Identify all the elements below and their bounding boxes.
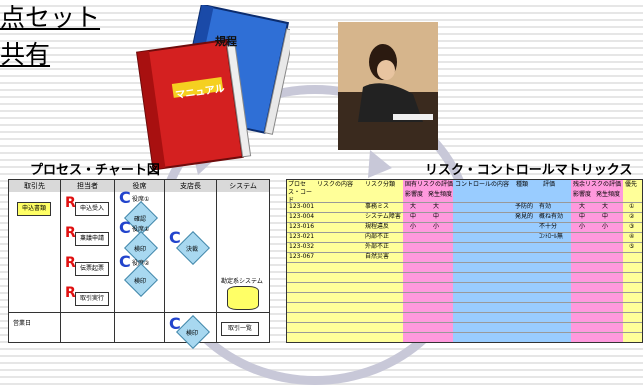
sub-inh-impact: 影響度 [405, 191, 424, 198]
matrix-cell-kind: 予防的 [515, 203, 534, 210]
hdr-residual: 残余リスクの評価 [573, 181, 622, 188]
sub-res-impact: 影響度 [573, 191, 592, 198]
footer-label: 営業日 [13, 320, 32, 327]
label-decision: 決裁 [185, 246, 198, 253]
risk-r-icon: R [65, 255, 76, 271]
database-icon [227, 286, 259, 310]
matrix-cell-code: 123-067 [289, 253, 315, 260]
risk-r-icon: R [65, 285, 76, 301]
hdr-control: コントロールの内容 [455, 181, 510, 188]
hdr-process-code: プロセス・コード [288, 181, 313, 204]
control-c-icon: C [119, 218, 131, 237]
matrix-cell-res1: 小 [579, 223, 586, 230]
label-confirm: 確認 [133, 216, 146, 223]
process-chart-title: プロセス・チャート図 [30, 163, 160, 178]
box-apply-recv: 申込受入 [75, 202, 109, 216]
matrix-cell-res2: 小 [602, 223, 609, 230]
matrix-cell-eval: 有効 [539, 203, 552, 210]
hdr-risk-content: リスクの内容 [317, 181, 354, 188]
box-apply-doc: 申込書類 [17, 202, 51, 216]
binder-blue-label: 規程 [215, 35, 237, 48]
label-stamp1: 検印 [133, 246, 146, 253]
system-label: 勘定系システム [221, 278, 263, 285]
matrix-cell-res1: 中 [579, 213, 586, 220]
risk-r-icon: R [65, 225, 76, 241]
hdr-inherent: 固有リスクの評価 [405, 181, 454, 188]
binder-icon [136, 3, 296, 171]
matrix-cell-code: 123-004 [289, 213, 315, 220]
matrix-cell-prio: ① [629, 203, 635, 210]
matrix-cell-code: 123-021 [289, 233, 315, 240]
matrix-cell-cls: 自然災害 [365, 253, 390, 260]
matrix-cell-code: 123-001 [289, 203, 315, 210]
matrix-cell-code: 123-016 [289, 223, 315, 230]
risk-matrix-title: リスク・コントロールマトリックス [425, 163, 633, 178]
sub-res-freq: 発生頻度 [596, 191, 621, 198]
heading-share: 共有 [0, 40, 51, 69]
matrix-cell-inh1: 小 [410, 223, 417, 230]
hdr-risk-class: リスク分類 [365, 181, 396, 188]
risk-matrix: プロセス・コード リスクの内容 リスク分類 固有リスクの評価 コントロールの内容… [286, 179, 643, 343]
control-c-icon: C [119, 188, 131, 207]
matrix-cell-eval: 不十分 [539, 223, 558, 230]
control-c-icon: C [119, 252, 131, 271]
label-stamp2: 検印 [133, 278, 146, 285]
matrix-cell-prio: ④ [629, 233, 635, 240]
process-chart: 取引先 担当者 役席 支店長 システム 申込書類 R 申込受入 C 役席① 確認… [8, 179, 270, 349]
hdr-eval: 評価 [543, 181, 556, 188]
binders-illustration: 規程 マニュアル [135, 3, 296, 171]
role-label-1: 役席① [132, 196, 150, 203]
matrix-cell-inh2: 大 [433, 203, 440, 210]
matrix-cell-cls: 事務ミス [365, 203, 390, 210]
matrix-cell-prio: ② [629, 213, 635, 220]
col-header-manager: 支店長 [165, 180, 217, 192]
box-ticket-issue: 伝票起票 [75, 262, 109, 276]
matrix-cell-cls: システム障害 [365, 213, 401, 220]
hdr-kind: 種類 [516, 181, 529, 188]
hdr-priority: 優先 [625, 181, 638, 188]
matrix-cell-res1: 大 [579, 203, 586, 210]
matrix-cell-prio: ③ [629, 223, 635, 230]
col-header-client: 取引先 [9, 180, 61, 192]
col-header-staff: 担当者 [61, 180, 115, 192]
heading-set: 点セット [0, 3, 101, 32]
matrix-cell-res2: 中 [602, 213, 609, 220]
matrix-cell-inh2: 小 [433, 223, 440, 230]
matrix-cell-res2: 大 [602, 203, 609, 210]
risk-r-icon: R [65, 195, 76, 211]
matrix-cell-eval: 概ね有効 [539, 213, 564, 220]
role-label-2: 役席① [132, 226, 150, 233]
matrix-cell-inh1: 中 [410, 213, 417, 220]
matrix-cell-cls: 内部不正 [365, 233, 390, 240]
matrix-cell-prio: ⑤ [629, 243, 635, 250]
control-c-icon: C [169, 228, 181, 247]
matrix-cell-inh2: 中 [433, 213, 440, 220]
box-txn-list: 取引一覧 [221, 322, 259, 336]
box-txn-exec: 取引実行 [75, 292, 109, 306]
sub-inh-freq: 発生頻度 [428, 191, 453, 198]
matrix-cell-code: 123-032 [289, 243, 315, 250]
label-stamp3: 検印 [185, 330, 198, 337]
matrix-cell-cls: 外部不正 [365, 243, 390, 250]
worker-photo [338, 22, 438, 150]
matrix-cell-kind: 発見的 [515, 213, 534, 220]
box-approval-req: 稟議申請 [75, 232, 109, 246]
col-header-system: システム [217, 180, 269, 192]
matrix-cell-cls: 規程違反 [365, 223, 390, 230]
matrix-cell-inh1: 大 [410, 203, 417, 210]
control-c-icon: C [169, 314, 181, 333]
matrix-cell-eval: ｺﾝﾄﾛｰﾙ無 [539, 233, 564, 240]
